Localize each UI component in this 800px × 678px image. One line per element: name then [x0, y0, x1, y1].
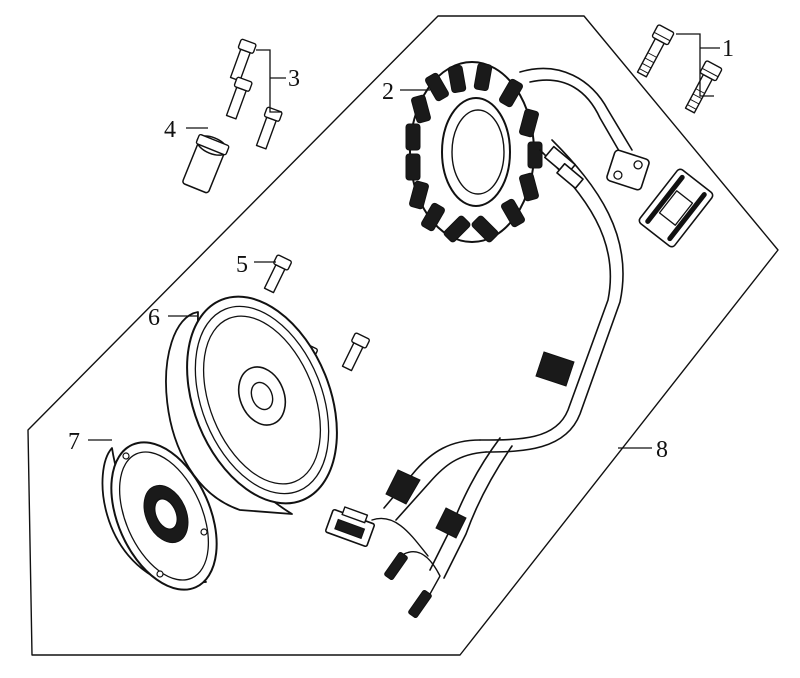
- part-3-screws: [225, 38, 283, 150]
- callout-2: 2: [382, 79, 394, 105]
- callout-1: 1: [722, 36, 734, 62]
- part-4-collar: [182, 133, 230, 194]
- callout-5: 5: [236, 252, 248, 278]
- callout-7: 7: [68, 429, 80, 455]
- part-7-starter-clutch: [101, 441, 218, 591]
- part-6-flywheel: [165, 295, 338, 515]
- callout-3: 3: [288, 66, 300, 92]
- part-2-stator: [405, 61, 543, 243]
- leader-3: [256, 49, 286, 113]
- callout-6: 6: [148, 305, 160, 331]
- assembly-boundary: [27, 15, 779, 656]
- leader-1: [676, 33, 720, 97]
- part-1-bolts: [636, 24, 723, 114]
- part-8-wire-harness: [324, 67, 714, 619]
- callout-8: 8: [656, 437, 668, 463]
- callout-4: 4: [164, 117, 176, 143]
